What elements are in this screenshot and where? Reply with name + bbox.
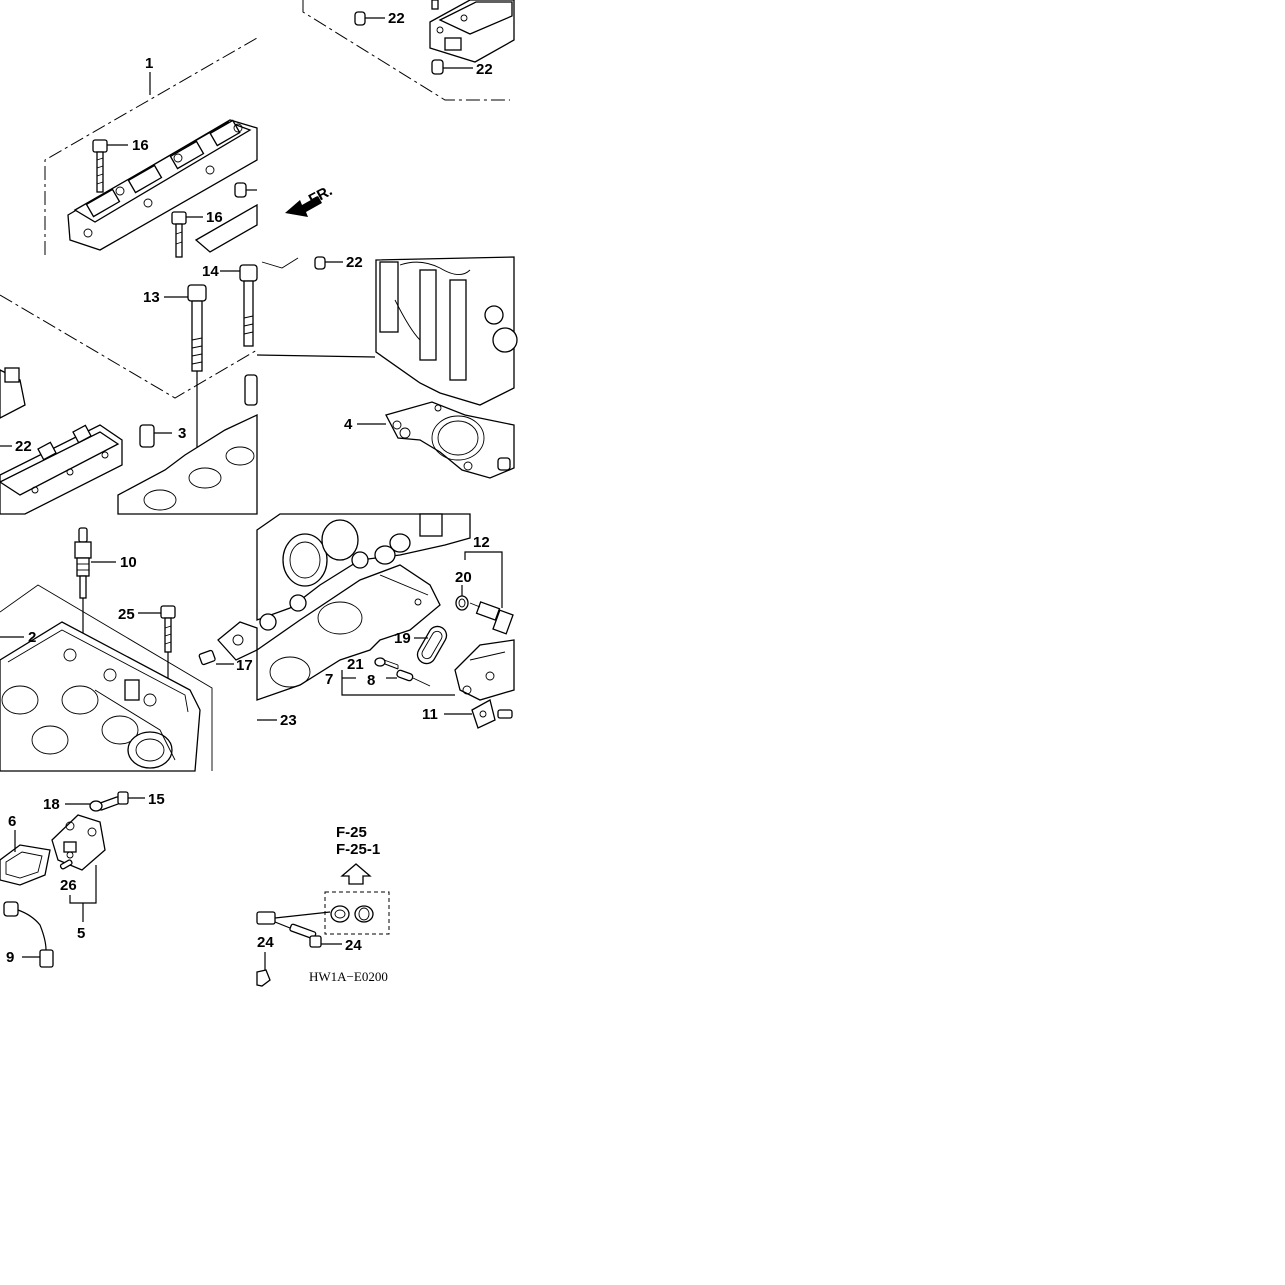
callout-14: 14 <box>202 263 219 280</box>
pin-26 <box>59 859 73 870</box>
tile-upper-holder: FR. 22 22 <box>285 0 515 217</box>
bracket-17-part <box>217 621 258 661</box>
callout-8: 8 <box>367 672 375 689</box>
callout-12: 12 <box>473 534 490 551</box>
bolt-24 <box>289 923 342 948</box>
callout-3: 3 <box>178 425 186 442</box>
washer-18 <box>89 800 103 812</box>
callout-15: 15 <box>148 791 165 808</box>
callout-11: 11 <box>422 706 438 723</box>
bolt-16-lower <box>171 211 187 258</box>
callout-25: 25 <box>118 606 135 623</box>
washer-detail <box>354 905 374 923</box>
holder-left-part <box>0 367 26 419</box>
cover-plate-5 <box>51 814 106 871</box>
spark-plug-10 <box>74 527 92 640</box>
callout-16-upper: 16 <box>132 137 149 154</box>
sensor-12 <box>469 601 514 635</box>
diagram-code: HW1A−E0200 <box>309 969 388 984</box>
cylinder-head-part <box>0 584 213 772</box>
callout-10: 10 <box>120 554 137 571</box>
o-ring-19 <box>416 625 448 665</box>
holder-end-part <box>429 0 515 63</box>
callout-24-left: 24 <box>257 934 274 951</box>
callout-23: 23 <box>280 712 297 729</box>
callout-22-top: 22 <box>388 10 405 27</box>
callout-4: 4 <box>344 416 353 433</box>
tile-camshaft-holder: 1 16 16 <box>44 37 258 258</box>
clamp-detail <box>330 905 350 923</box>
bolt-24-lower <box>256 969 271 987</box>
callout-20: 20 <box>455 569 472 586</box>
dowel-22-top <box>354 11 385 26</box>
callout-19: 19 <box>394 630 411 647</box>
callout-1: 1 <box>145 55 153 72</box>
bolt-15 <box>97 791 145 811</box>
callout-26: 26 <box>60 877 77 894</box>
callout-5: 5 <box>77 925 85 942</box>
head-gasket-4 <box>385 401 515 479</box>
gasket-23 <box>256 564 441 701</box>
cylinder-head-top <box>117 374 258 515</box>
camshaft-holder-part <box>67 119 258 253</box>
tile-cylinder-head: 10 25 <box>0 527 234 772</box>
tile-head-bolts: 13 14 3 22 <box>0 263 258 515</box>
bolt-21 <box>374 657 399 670</box>
bolt-16-upper <box>92 139 108 193</box>
tile-bolt-24: F-25 F-25-1 24 24 HW1A−E0200 <box>256 824 390 987</box>
callout-2: 2 <box>28 629 36 646</box>
tile-gasket-sensors: 17 23 19 <box>217 513 515 729</box>
sensor-9 <box>3 901 54 968</box>
up-arrow-icon <box>340 863 372 885</box>
head-lower-part <box>256 513 471 631</box>
washer-20 <box>455 595 469 611</box>
callout-13: 13 <box>143 289 160 306</box>
dowel-22-mid <box>314 256 343 270</box>
callout-22-right: 22 <box>476 61 493 78</box>
bolt-25 <box>160 605 176 680</box>
cylinder-head-body <box>375 256 518 406</box>
head-bolt-13 <box>187 284 207 460</box>
housing-part <box>454 639 515 701</box>
ref-f-25-1: F-25-1 <box>336 841 380 858</box>
dowel-22-right <box>431 59 473 75</box>
callout-6: 6 <box>8 813 16 830</box>
bracket-11 <box>471 699 513 729</box>
callout-24-right: 24 <box>345 937 362 954</box>
callout-16-lower: 16 <box>206 209 223 226</box>
holder-lower-part <box>0 424 123 515</box>
callout-18: 18 <box>43 796 60 813</box>
callout-9: 9 <box>6 949 14 966</box>
callout-22-left: 22 <box>15 438 32 455</box>
ref-f-25: F-25 <box>336 824 367 841</box>
callout-17: 17 <box>236 657 253 674</box>
callout-7: 7 <box>325 671 333 688</box>
callout-21: 21 <box>347 656 364 673</box>
bolt-17 <box>198 649 234 666</box>
front-direction-arrow: FR. <box>285 182 335 217</box>
tile-head-gasket: 22 4 <box>256 254 518 479</box>
tile-vtc-cover: 15 18 6 26 5 9 <box>0 791 165 968</box>
gasket-6 <box>0 844 51 886</box>
pin-8 <box>386 669 431 687</box>
callout-22-mid: 22 <box>346 254 363 271</box>
dowel-3 <box>139 424 172 448</box>
head-bolt-14 <box>239 264 258 347</box>
